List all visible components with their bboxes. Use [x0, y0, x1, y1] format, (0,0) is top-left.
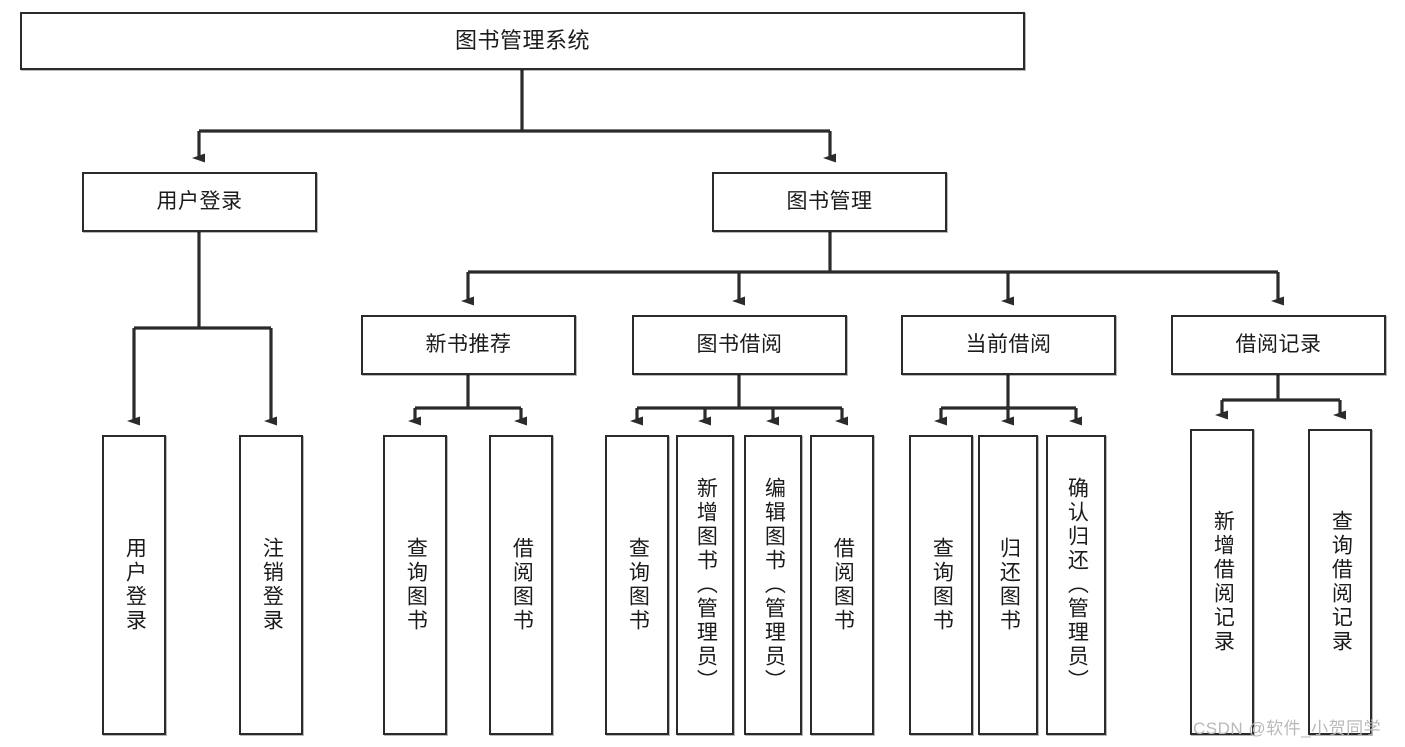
node-leaf-borrow-book-2[interactable]: 借阅图书: [810, 435, 874, 735]
watermark-text: CSDN @软件_小贺同学: [1193, 719, 1382, 738]
node-book-borrow[interactable]: 图书借阅: [632, 315, 847, 375]
node-label: 新增借阅记录: [1211, 510, 1235, 654]
node-leaf-edit-book[interactable]: 编辑图书（管理员）: [744, 435, 802, 735]
node-leaf-add-book[interactable]: 新增图书（管理员）: [676, 435, 734, 735]
node-book-management[interactable]: 图书管理: [712, 172, 947, 232]
node-label: 查询图书: [404, 537, 428, 633]
node-leaf-add-record[interactable]: 新增借阅记录: [1190, 429, 1254, 735]
node-borrow-record[interactable]: 借阅记录: [1171, 315, 1386, 375]
node-label: 图书借阅: [696, 332, 783, 356]
node-label: 借阅图书: [831, 537, 855, 633]
node-label: 新增图书（管理员）: [694, 477, 718, 693]
node-leaf-query-record[interactable]: 查询借阅记录: [1308, 429, 1372, 735]
node-label: 归还图书: [997, 537, 1021, 633]
node-leaf-confirm-return[interactable]: 确认归还（管理员）: [1046, 435, 1106, 735]
node-label: 新书推荐: [425, 332, 512, 356]
node-label: 用户登录: [156, 189, 243, 213]
node-label: 图书管理系统: [454, 28, 590, 54]
node-leaf-logout-login[interactable]: 注销登录: [239, 435, 303, 735]
node-label: 查询借阅记录: [1329, 510, 1353, 654]
node-current-borrow[interactable]: 当前借阅: [901, 315, 1116, 375]
node-label: 借阅图书: [510, 537, 534, 633]
node-label: 当前借阅: [965, 332, 1052, 356]
node-label: 查询图书: [930, 537, 954, 633]
node-label: 借阅记录: [1235, 332, 1322, 356]
node-label: 用户登录: [123, 537, 147, 633]
node-leaf-query-book-2[interactable]: 查询图书: [605, 435, 669, 735]
node-new-book-recommend[interactable]: 新书推荐: [361, 315, 576, 375]
node-leaf-query-book-3[interactable]: 查询图书: [909, 435, 973, 735]
node-label: 查询图书: [626, 537, 650, 633]
node-leaf-query-book-1[interactable]: 查询图书: [383, 435, 447, 735]
node-user-login[interactable]: 用户登录: [82, 172, 317, 232]
node-leaf-user-login[interactable]: 用户登录: [102, 435, 166, 735]
node-label: 注销登录: [260, 537, 284, 633]
node-leaf-return-book[interactable]: 归还图书: [978, 435, 1038, 735]
node-book-management-system[interactable]: 图书管理系统: [20, 12, 1025, 70]
node-label: 确认归还（管理员）: [1065, 477, 1089, 693]
node-label: 图书管理: [786, 189, 873, 213]
node-label: 编辑图书（管理员）: [762, 477, 786, 693]
node-leaf-borrow-book-1[interactable]: 借阅图书: [489, 435, 553, 735]
